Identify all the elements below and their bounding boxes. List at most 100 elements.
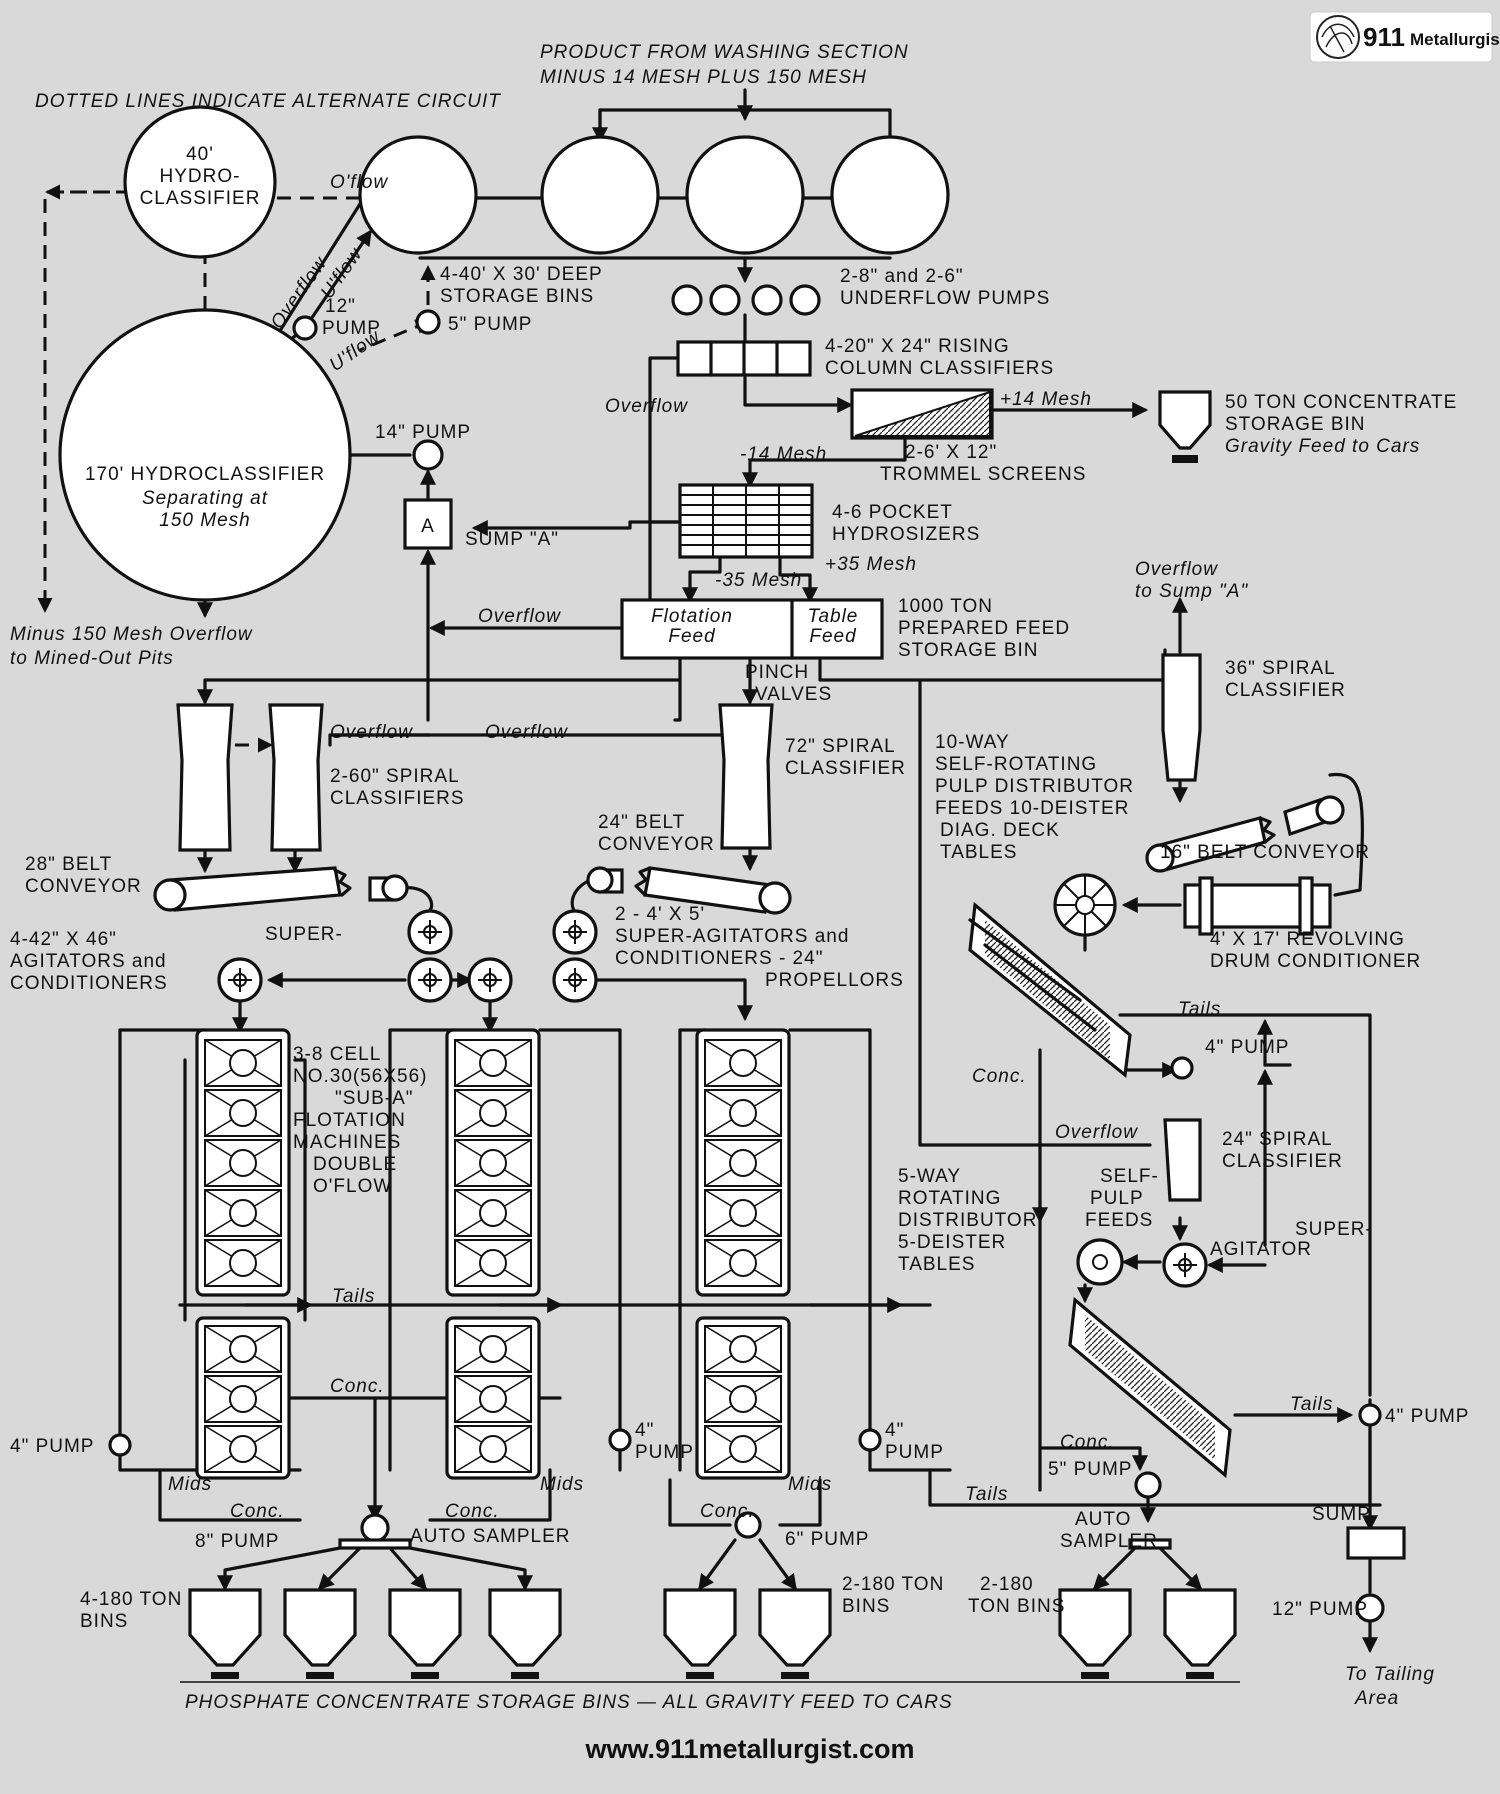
labels: 40' HYDRO- CLASSIFIER O'flow Overflow U'…	[10, 144, 1468, 1764]
sump-label: SUMP	[1312, 1504, 1371, 1525]
pump-14-icon	[412, 439, 444, 471]
hydro170-label-l3: 150 Mesh	[159, 510, 250, 531]
revolving-drum-conditioner	[1183, 876, 1332, 936]
belt28-label-l1: 28" BELT	[25, 854, 112, 875]
flotation-cell-icon	[729, 1385, 757, 1413]
selfpulp-label-l1: SELF-	[1100, 1166, 1159, 1187]
drum-label-l2: DRUM CONDITIONER	[1210, 951, 1421, 972]
selfpulp-label-l3: FEEDS	[1085, 1210, 1153, 1231]
flot-label-l3: "SUB-A"	[335, 1088, 414, 1109]
sump-a-box	[403, 498, 453, 550]
storage-bin-3	[685, 135, 805, 255]
note-tailing-l1: To Tailing	[1345, 1664, 1435, 1685]
agit4-label-l1: 2 - 4' X 5'	[615, 904, 705, 925]
spiral-classifier-60-b	[268, 703, 324, 852]
pump5-tables-label: 5" PUMP	[1048, 1459, 1132, 1480]
pump12-label-b: PUMP	[322, 318, 381, 339]
flotation-cell-icon	[729, 1049, 757, 1077]
flotation-bank-2	[445, 1028, 541, 1480]
table-feed-l2: Feed	[809, 626, 857, 647]
flotation-cell-icon	[229, 1249, 257, 1277]
note-product-l2: MINUS 14 MESH PLUS 150 MESH	[540, 67, 867, 88]
dist5-label-l4: 5-DEISTER	[898, 1232, 1006, 1253]
flotation-feed-l1: Flotation	[651, 606, 733, 627]
flow-conc-tables2: Conc.	[1060, 1432, 1115, 1453]
conc-bin-label-l2: STORAGE BIN	[1225, 414, 1366, 435]
pump12-tail-label: 12" PUMP	[1272, 1599, 1368, 1620]
underflow-pumps-label-l2: UNDERFLOW PUMPS	[840, 288, 1050, 309]
pinch-label-l1: PINCH	[745, 662, 809, 683]
selfpulp-label-l2: PULP	[1090, 1188, 1144, 1209]
flotation-cell-icon	[229, 1199, 257, 1227]
flow-conc-3: Conc.	[700, 1501, 755, 1522]
pump4-left-label: 4" PUMP	[10, 1436, 94, 1457]
distributor10-label-l6: TABLES	[940, 842, 1017, 863]
conc-bin-label-l3: Gravity Feed to Cars	[1225, 436, 1420, 457]
flow-overflow-feed: Overflow	[478, 606, 561, 627]
hydrosizers-label-l2: HYDROSIZERS	[832, 524, 980, 545]
flotation-cell-icon	[729, 1199, 757, 1227]
storage-bin-2	[283, 1588, 357, 1679]
spiral-classifier-60-a	[176, 703, 234, 852]
storage-bin-1	[358, 135, 478, 255]
hydro170-label-l2: Separating at	[142, 488, 268, 509]
flotation-cell-icon	[229, 1049, 257, 1077]
sump-a-label: SUMP "A"	[465, 529, 559, 550]
belt16-label: 16" BELT CONVEYOR	[1160, 842, 1370, 863]
flotation-cell-icon	[229, 1099, 257, 1127]
prepared-label-l1: 1000 TON	[898, 596, 993, 617]
note-minus150-l2: to Mined-Out Pits	[10, 648, 174, 669]
flow-overflow-60b: Overflow	[485, 722, 568, 743]
storage-bin-4	[830, 135, 950, 255]
prepared-label-l3: STORAGE BIN	[898, 640, 1039, 661]
flotation-cell-icon	[479, 1435, 507, 1463]
agit4-label-l2: SUPER-AGITATORS and	[615, 926, 849, 947]
flow-oflow: O'flow	[330, 172, 388, 193]
pump-5-icon	[415, 309, 441, 335]
spiral60-label-l1: 2-60" SPIRAL	[330, 766, 460, 787]
note-minus150-l1: Minus 150 Mesh Overflow	[10, 624, 253, 645]
rising-column-classifiers	[676, 340, 812, 377]
bins2a-label-l2: BINS	[842, 1596, 890, 1617]
note-product-l1: PRODUCT FROM WASHING SECTION	[540, 42, 909, 63]
flow-plus14: +14 Mesh	[1000, 389, 1092, 410]
bins2b-label-l2: TON BINS	[968, 1596, 1065, 1617]
flow-conc-tables1: Conc.	[972, 1066, 1027, 1087]
storage-bin-6	[758, 1588, 832, 1679]
bins2a-label-l1: 2-180 TON	[842, 1574, 944, 1595]
spiral36-label-l1: 36" SPIRAL	[1225, 658, 1336, 679]
storage-bin-5	[663, 1588, 737, 1679]
website-url: www.911metallurgist.com	[584, 1734, 914, 1764]
belt28-label-l2: CONVEYOR	[25, 876, 142, 897]
belt-conveyor-24	[586, 866, 792, 915]
flotation-cell-icon	[479, 1149, 507, 1177]
pump-4-left-icon	[108, 1433, 132, 1457]
super-agitators	[217, 909, 1208, 1288]
note-tailing-l2: Area	[1354, 1688, 1399, 1709]
pump-12-tail-icon	[1355, 1593, 1385, 1623]
hydroclassifier-170	[58, 308, 352, 602]
note-overflow-sump-l2: to Sump "A"	[1135, 581, 1248, 602]
agit4-label-l4: PROPELLORS	[765, 970, 904, 991]
pump-4-right-icon	[858, 1428, 882, 1452]
agit42-label-l2: AGITATORS and	[10, 951, 167, 972]
superagit-label-l2: AGITATOR	[1210, 1239, 1312, 1260]
flotation-cell-icon	[479, 1199, 507, 1227]
logo-number: 911	[1363, 22, 1405, 52]
spiral24-label-l1: 24" SPIRAL	[1222, 1129, 1333, 1150]
dist5-label-l1: 5-WAY	[898, 1166, 961, 1187]
belt24-label-l1: 24" BELT	[598, 812, 685, 833]
bins4-label-l2: BINS	[80, 1611, 128, 1632]
flotation-cell-icon	[229, 1335, 257, 1363]
flot-label-l1: 3-8 CELL	[293, 1044, 381, 1065]
flotation-cell-icon	[229, 1149, 257, 1177]
note-overflow-sump-l1: Overflow	[1135, 559, 1218, 580]
spiral-classifier-36	[1161, 653, 1202, 782]
spiral72-label-l1: 72" SPIRAL	[785, 736, 896, 757]
flow-tails-tables1: Tails	[1178, 999, 1221, 1020]
footer-caption: PHOSPHATE CONCENTRATE STORAGE BINS — ALL…	[185, 1692, 953, 1713]
flotation-cell-icon	[729, 1335, 757, 1363]
spiral24-label-l2: CLASSIFIER	[1222, 1151, 1343, 1172]
concentrate-storage-bin	[1158, 390, 1212, 463]
